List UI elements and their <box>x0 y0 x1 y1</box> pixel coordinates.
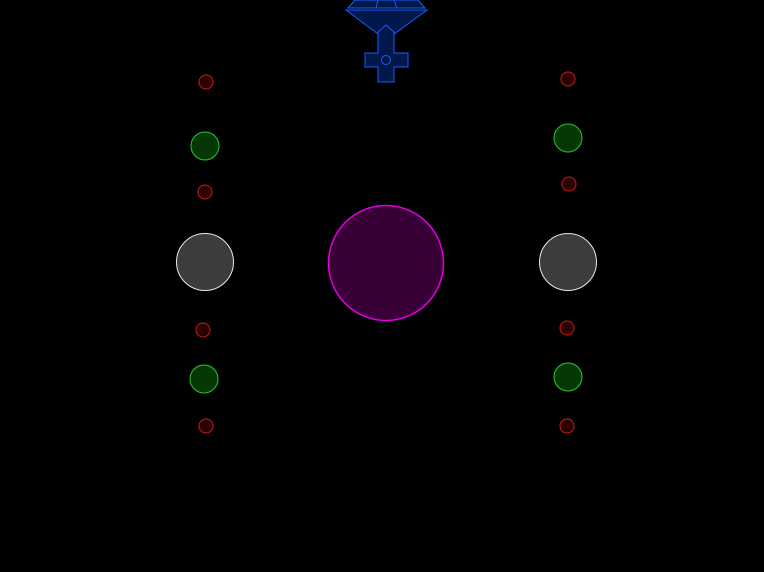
green-pickup[interactable] <box>553 123 583 153</box>
bumper-right <box>539 233 597 291</box>
red-pickup[interactable] <box>197 184 213 200</box>
red-pickup[interactable] <box>560 71 576 87</box>
ship-fin-left <box>375 0 379 9</box>
green-pickup[interactable] <box>553 362 583 392</box>
red-pickup[interactable] <box>198 74 214 90</box>
red-pickup[interactable] <box>559 418 575 434</box>
green-pickup[interactable] <box>189 364 219 394</box>
green-pickup[interactable] <box>190 131 220 161</box>
player-ship-icon[interactable] <box>344 0 429 83</box>
ship-cannon <box>364 24 409 83</box>
ship-wing-top <box>346 0 427 9</box>
red-pickup[interactable] <box>559 320 575 336</box>
red-pickup[interactable] <box>561 176 577 192</box>
ship-core <box>381 55 391 65</box>
ship-fin-right <box>393 0 398 9</box>
bumper-left <box>176 233 234 291</box>
red-pickup[interactable] <box>195 322 211 338</box>
center-orb-icon[interactable] <box>327 204 445 322</box>
red-pickup[interactable] <box>198 418 214 434</box>
